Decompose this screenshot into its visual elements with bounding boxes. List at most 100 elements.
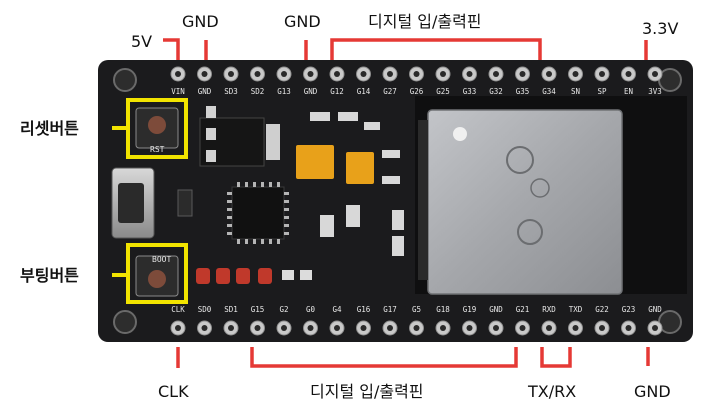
fcc-mark bbox=[517, 219, 543, 245]
tantalum-capacitor bbox=[346, 152, 374, 184]
pin-silkscreen-label: GND bbox=[648, 305, 662, 314]
pin-silkscreen-label: G32 bbox=[489, 87, 503, 96]
ce-mark bbox=[530, 178, 550, 198]
regulator-leg bbox=[206, 150, 216, 162]
micro-usb-opening bbox=[118, 183, 144, 223]
digital-io-top-bracket bbox=[330, 38, 542, 60]
v5-pointer bbox=[163, 38, 180, 60]
header-pin-hole bbox=[519, 325, 526, 331]
boot-silkscreen: BOOT bbox=[152, 255, 171, 264]
label-digital-io-bottom: 디지털 입/출력핀 bbox=[310, 382, 424, 401]
pin-silkscreen-label: SD2 bbox=[251, 87, 265, 96]
tantalum-capacitor bbox=[296, 145, 334, 179]
label-gnd-top-mid: GND bbox=[284, 12, 321, 31]
header-pin-hole bbox=[572, 71, 579, 77]
pin-silkscreen-label: G5 bbox=[412, 305, 421, 314]
pin-silkscreen-label: TXD bbox=[569, 305, 583, 314]
header-pin-hole bbox=[493, 71, 499, 77]
header-pin-hole bbox=[572, 325, 579, 331]
header-pin-hole bbox=[599, 71, 605, 77]
label-3v3: 3.3V bbox=[642, 19, 678, 38]
header-pin-hole bbox=[599, 325, 605, 331]
pin-silkscreen-label: G13 bbox=[277, 87, 291, 96]
pin-silkscreen-label: G35 bbox=[516, 87, 530, 96]
label-digital-io-top: 디지털 입/출력핀 bbox=[368, 12, 482, 31]
label-5v: 5V bbox=[131, 32, 152, 51]
header-pin-hole bbox=[254, 325, 261, 331]
header-pin-hole bbox=[387, 325, 393, 331]
pin-silkscreen-label: G15 bbox=[251, 305, 265, 314]
pin-silkscreen-label: SD0 bbox=[198, 305, 212, 314]
header-pin-hole bbox=[175, 325, 181, 331]
txrx-bracket bbox=[540, 347, 572, 368]
label-reset-button: 리셋버튼 bbox=[20, 119, 79, 138]
header-pin-hole bbox=[466, 71, 473, 77]
red-annotations bbox=[163, 38, 650, 368]
header-pin-hole bbox=[493, 325, 499, 331]
header-pin-hole bbox=[281, 71, 287, 77]
module-dot bbox=[453, 127, 467, 141]
pin-silkscreen-label: SD3 bbox=[224, 87, 238, 96]
pin-silkscreen-label: GND bbox=[198, 87, 212, 96]
pin-silkscreen-label: 3V3 bbox=[648, 87, 662, 96]
pin-silkscreen-label: G4 bbox=[332, 305, 342, 314]
header-pin-hole bbox=[546, 325, 552, 331]
header-pin-hole bbox=[413, 325, 420, 331]
header-pin-hole bbox=[201, 325, 208, 331]
mounting-hole bbox=[113, 310, 137, 334]
module-pin-row bbox=[418, 120, 428, 280]
label-clk: CLK bbox=[158, 382, 189, 401]
pin-silkscreen-label: GND bbox=[304, 87, 318, 96]
regulator-tab bbox=[266, 124, 280, 160]
pin-silkscreen-label: VIN bbox=[171, 87, 185, 96]
pin-silkscreen-label: G19 bbox=[463, 305, 477, 314]
usb-uart-chip bbox=[231, 186, 285, 240]
header-pin-hole bbox=[175, 71, 181, 77]
wifi-logo bbox=[506, 146, 534, 174]
header-pin-hole bbox=[360, 325, 367, 331]
header-pin-hole bbox=[413, 71, 420, 77]
header-pin-hole bbox=[307, 71, 314, 77]
header-pin-hole bbox=[625, 325, 632, 331]
mounting-hole bbox=[113, 68, 137, 92]
header-pin-hole bbox=[201, 71, 208, 77]
header-pin-hole bbox=[440, 325, 446, 331]
header-pin-hole bbox=[440, 71, 446, 77]
header-pin-hole bbox=[387, 71, 393, 77]
rst-silkscreen: RST bbox=[150, 145, 165, 154]
label-boot-button: 부팅버튼 bbox=[20, 266, 79, 285]
pin-silkscreen-label: CLK bbox=[171, 305, 185, 314]
reset-button-cap bbox=[148, 116, 166, 134]
pin-silkscreen-label: G22 bbox=[595, 305, 609, 314]
label-gnd-bottom: GND bbox=[634, 382, 671, 401]
header-pin-hole bbox=[307, 325, 314, 331]
header-pin-hole bbox=[334, 325, 340, 331]
header-pin-hole bbox=[466, 325, 473, 331]
digital-io-bottom-bracket bbox=[250, 347, 518, 368]
pin-silkscreen-label: G27 bbox=[383, 87, 397, 96]
pin-silkscreen-label: RXD bbox=[542, 305, 556, 314]
pin-silkscreen-label: G17 bbox=[383, 305, 397, 314]
header-pin-hole bbox=[228, 325, 234, 331]
pin-silkscreen-label: G23 bbox=[622, 305, 636, 314]
header-pin-hole bbox=[652, 325, 658, 331]
pin-silkscreen-label: EN bbox=[624, 87, 633, 96]
pin-silkscreen-label: G18 bbox=[436, 305, 450, 314]
header-pin-hole bbox=[228, 71, 234, 77]
pin-silkscreen-label: G25 bbox=[436, 87, 450, 96]
header-pin-hole bbox=[519, 71, 526, 77]
pin-silkscreen-label: G26 bbox=[410, 87, 424, 96]
pin-silkscreen-label: G12 bbox=[330, 87, 344, 96]
pin-silkscreen-label: G33 bbox=[463, 87, 477, 96]
pin-silkscreen-label: GND bbox=[489, 305, 503, 314]
header-pin-hole bbox=[334, 71, 340, 77]
header-pin-hole bbox=[254, 71, 261, 77]
pin-silkscreen-label: SD1 bbox=[224, 305, 238, 314]
pin-silkscreen-label: G16 bbox=[357, 305, 371, 314]
pin-silkscreen-label: G34 bbox=[542, 87, 556, 96]
header-pin-hole bbox=[546, 71, 552, 77]
regulator-leg bbox=[206, 128, 216, 140]
regulator-leg bbox=[206, 106, 216, 118]
